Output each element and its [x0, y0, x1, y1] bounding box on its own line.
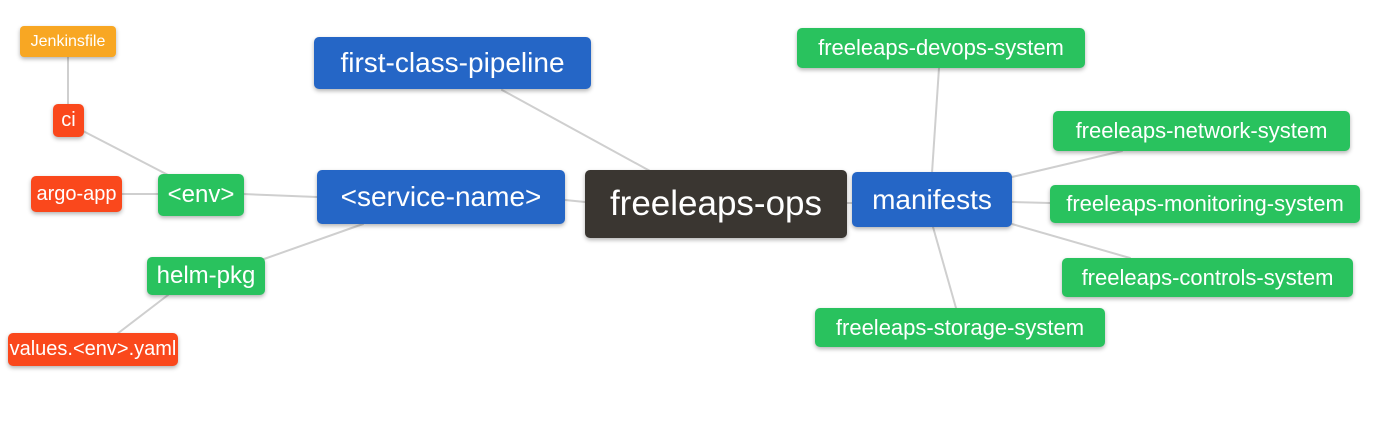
- edge-manifests-devops: [931, 67, 940, 174]
- node-freeleaps-network-system[interactable]: freeleaps-network-system: [1053, 111, 1350, 151]
- node-first-class-pipeline[interactable]: first-class-pipeline: [314, 37, 591, 89]
- edge-helm-pkg-values: [116, 294, 169, 335]
- edge-service-name-ops: [564, 199, 586, 203]
- node-freeleaps-controls-system[interactable]: freeleaps-controls-system: [1062, 258, 1353, 297]
- edge-manifests-monitoring: [1011, 201, 1051, 204]
- node-helm-pkg[interactable]: helm-pkg: [147, 257, 265, 295]
- edge-ci-env: [82, 130, 171, 177]
- node-manifests[interactable]: manifests: [852, 172, 1012, 227]
- node-freeleaps-storage-system[interactable]: freeleaps-storage-system: [815, 308, 1105, 347]
- node-freeleaps-monitoring-system[interactable]: freeleaps-monitoring-system: [1050, 185, 1360, 223]
- edge-manifests-storage: [932, 226, 957, 309]
- node-freeleaps-ops-root[interactable]: freeleaps-ops: [585, 170, 847, 238]
- node-ci[interactable]: ci: [53, 104, 84, 137]
- node-freeleaps-devops-system[interactable]: freeleaps-devops-system: [797, 28, 1085, 68]
- node-values-env-yaml[interactable]: values.<env>.yaml: [8, 333, 178, 366]
- edge-manifests-network: [1011, 150, 1123, 178]
- edge-service-name-helm-pkg: [263, 223, 364, 260]
- edge-env-service-name: [242, 193, 318, 198]
- node-service-name[interactable]: <service-name>: [317, 170, 565, 224]
- edge-first-class-pipeline-ops: [501, 89, 651, 172]
- node-env[interactable]: <env>: [158, 174, 244, 216]
- edge-manifests-controls: [1011, 223, 1131, 259]
- node-argo-app[interactable]: argo-app: [31, 176, 122, 212]
- node-jenkinsfile[interactable]: Jenkinsfile: [20, 26, 116, 57]
